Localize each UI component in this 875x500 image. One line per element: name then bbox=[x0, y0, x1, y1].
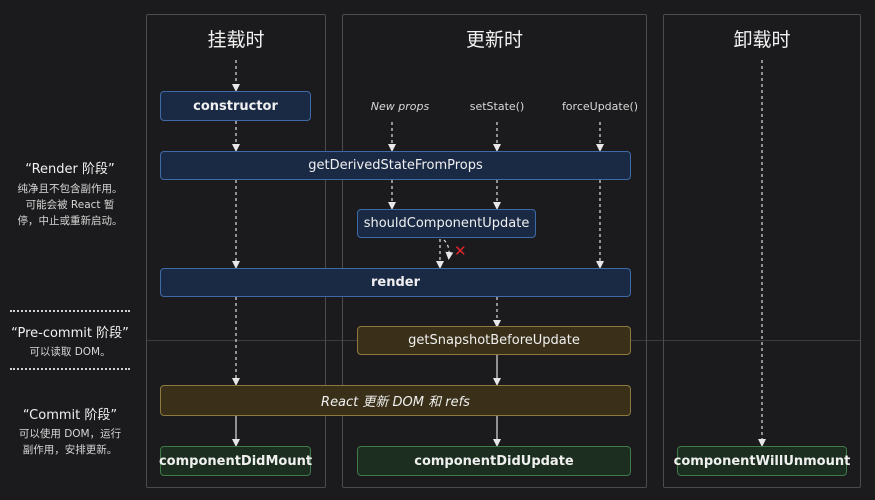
render-phase-desc-1: 纯净且不包含副作用。 bbox=[17, 183, 123, 195]
cancel-x-icon: ✕ bbox=[454, 242, 467, 260]
render-phase-title: “Render 阶段” bbox=[25, 162, 115, 177]
trigger-force-update: forceUpdate() bbox=[561, 100, 639, 113]
render-phase-desc-3: 停，中止或重新启动。 bbox=[17, 215, 123, 227]
get-snapshot-box: getSnapshotBeforeUpdate bbox=[357, 326, 631, 355]
get-derived-state-box: getDerivedStateFromProps bbox=[160, 151, 631, 180]
render-phase-desc-2: 可能会被 React 暂 bbox=[25, 199, 115, 211]
commit-phase-desc-1: 可以使用 DOM，运行 bbox=[18, 428, 122, 440]
precommit-divider-bottom bbox=[10, 368, 130, 370]
unmount-column-title: 卸载时 bbox=[733, 29, 791, 51]
update-column bbox=[342, 14, 647, 488]
trigger-set-state: setState() bbox=[469, 100, 525, 113]
component-did-mount-box: componentDidMount bbox=[159, 446, 312, 476]
react-update-dom-box: React 更新 DOM 和 refs bbox=[160, 385, 631, 416]
mount-column-title: 挂载时 bbox=[207, 29, 265, 51]
unmount-column bbox=[663, 14, 861, 488]
render-box: render bbox=[160, 268, 631, 297]
should-component-update-box: shouldComponentUpdate bbox=[357, 209, 536, 238]
commit-phase-title: “Commit 阶段” bbox=[22, 408, 118, 423]
component-will-unmount-box: componentWillUnmount bbox=[674, 446, 850, 476]
update-column-title: 更新时 bbox=[465, 29, 523, 51]
mount-column bbox=[146, 14, 326, 488]
commit-phase-desc-2: 副作用，安排更新。 bbox=[22, 444, 118, 456]
trigger-new-props: New props bbox=[370, 100, 430, 113]
component-did-update-box: componentDidUpdate bbox=[357, 446, 631, 476]
precommit-divider-top bbox=[10, 310, 130, 312]
precommit-phase-title: “Pre-commit 阶段” bbox=[11, 326, 129, 341]
constructor-box: constructor bbox=[160, 91, 311, 121]
arrow-scu-false-branch bbox=[443, 239, 454, 260]
precommit-phase-desc: 可以读取 DOM。 bbox=[29, 346, 111, 358]
